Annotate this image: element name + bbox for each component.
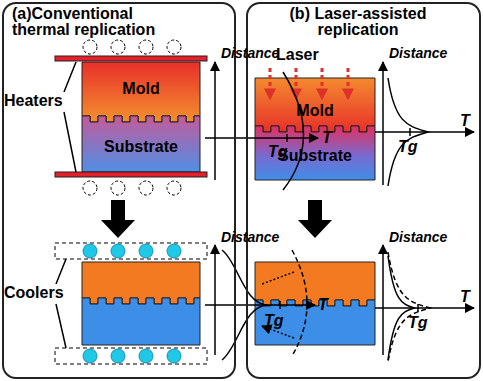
panel-title: (a)Conventional thermal replication [12, 6, 182, 39]
annotation-label: Distance [389, 230, 447, 245]
annotation-label: Tg [408, 314, 428, 332]
mold-shape [82, 62, 200, 122]
cooler-circles [83, 244, 181, 363]
annotation-label: Heaters [4, 92, 63, 110]
annotation-label: Distance [221, 46, 279, 61]
mold-box: Mold [82, 62, 200, 116]
annotation-label: T [318, 296, 328, 314]
mold-box: Mold [255, 78, 375, 126]
laser-arrows [270, 68, 348, 98]
mold-shape [255, 262, 375, 306]
leader-line [56, 259, 66, 348]
box-label: Mold [122, 80, 159, 98]
annotation-label: Distance [389, 46, 447, 61]
substrate-shape [82, 298, 200, 345]
annotation-label: T [460, 288, 470, 306]
cooler-outline [55, 348, 207, 364]
heater-bar [55, 56, 207, 61]
heater-bar [55, 172, 207, 177]
substrate-shape [82, 116, 200, 172]
mold-shape [255, 78, 375, 132]
temperature-plot [205, 62, 318, 190]
temperature-plot [205, 245, 315, 360]
substrate-shape [255, 126, 375, 180]
leader-line [64, 62, 76, 172]
temperature-plot [375, 62, 474, 186]
process-arrow [298, 200, 332, 238]
annotation-label: Tg [268, 143, 288, 161]
substrate-box: Substrate [82, 122, 200, 172]
panel-title: (b) Laser-assisted replication [278, 6, 438, 39]
dashed-circles [83, 40, 181, 195]
annotation-label: Tg [264, 312, 284, 330]
annotation-label: Tg [398, 138, 418, 156]
temperature-plot [375, 245, 474, 362]
substrate-shape [255, 300, 375, 345]
box-label: Substrate [278, 147, 352, 165]
annotation-label: T [460, 112, 470, 130]
cooler-outline [55, 243, 207, 259]
annotation-label: Laser [276, 46, 319, 64]
annotation-label: Distance [221, 230, 279, 245]
box-label: Substrate [104, 138, 178, 156]
panel: (a)Conventional thermal replicationMoldS… [2, 2, 236, 379]
process-arrow [101, 200, 135, 238]
annotation-label: T [322, 129, 332, 147]
box-label: Mold [296, 102, 333, 120]
annotation-label: Coolers [4, 284, 64, 302]
